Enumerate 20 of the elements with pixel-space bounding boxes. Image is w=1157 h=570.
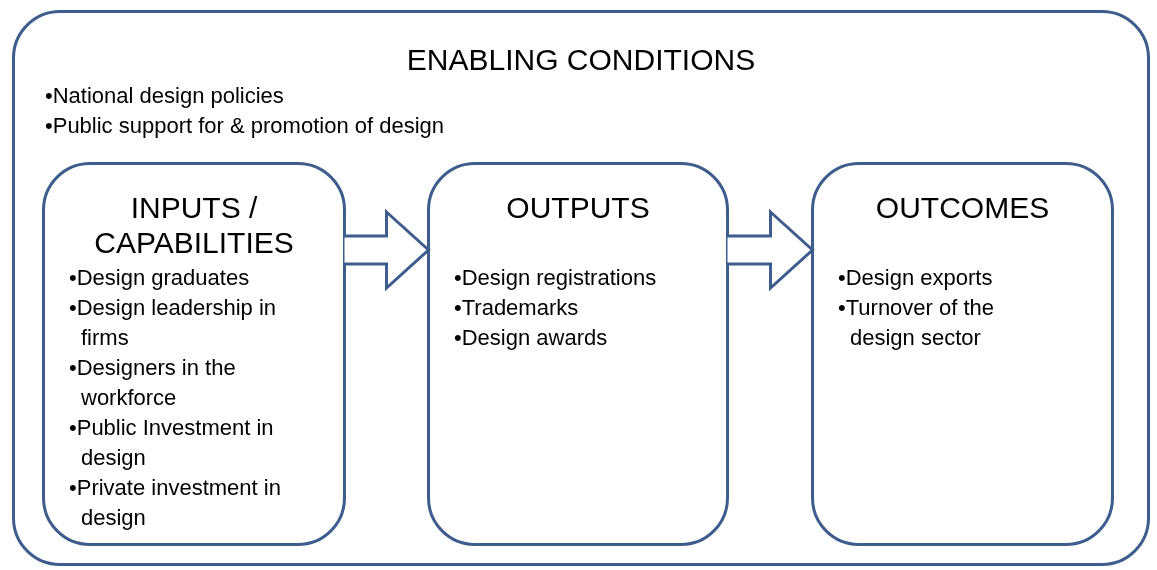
bullet-item: •Designers in the workforce xyxy=(69,354,237,412)
bullet-item: •Design exports xyxy=(838,264,994,292)
bullet-item: •Trademarks xyxy=(454,294,580,322)
bullet-item: •National design policies xyxy=(45,82,285,110)
rounded-box xyxy=(811,162,1114,546)
bullet-item: •Turnover of the design sector xyxy=(838,294,996,352)
bullet-item: •Design leadership in firms xyxy=(69,294,278,352)
heading: OUTCOMES xyxy=(874,191,1051,226)
bullet-item: •Design registrations xyxy=(454,264,658,292)
bullet-item: •Design awards xyxy=(454,324,609,352)
bullet-item: •Public Investment in design xyxy=(69,414,275,472)
bullet-item: •Private investment in design xyxy=(69,474,282,532)
rounded-box xyxy=(427,162,729,546)
heading: OUTPUTS xyxy=(505,191,651,226)
rounded-box xyxy=(42,162,346,546)
rounded-box xyxy=(12,10,1150,566)
bullet-item: •Design graduates xyxy=(69,264,251,292)
bullet-item: •Public support for & promotion of design xyxy=(45,112,446,140)
heading: ENABLING CONDITIONS xyxy=(405,43,757,78)
heading: INPUTS / CAPABILITIES xyxy=(93,191,295,260)
